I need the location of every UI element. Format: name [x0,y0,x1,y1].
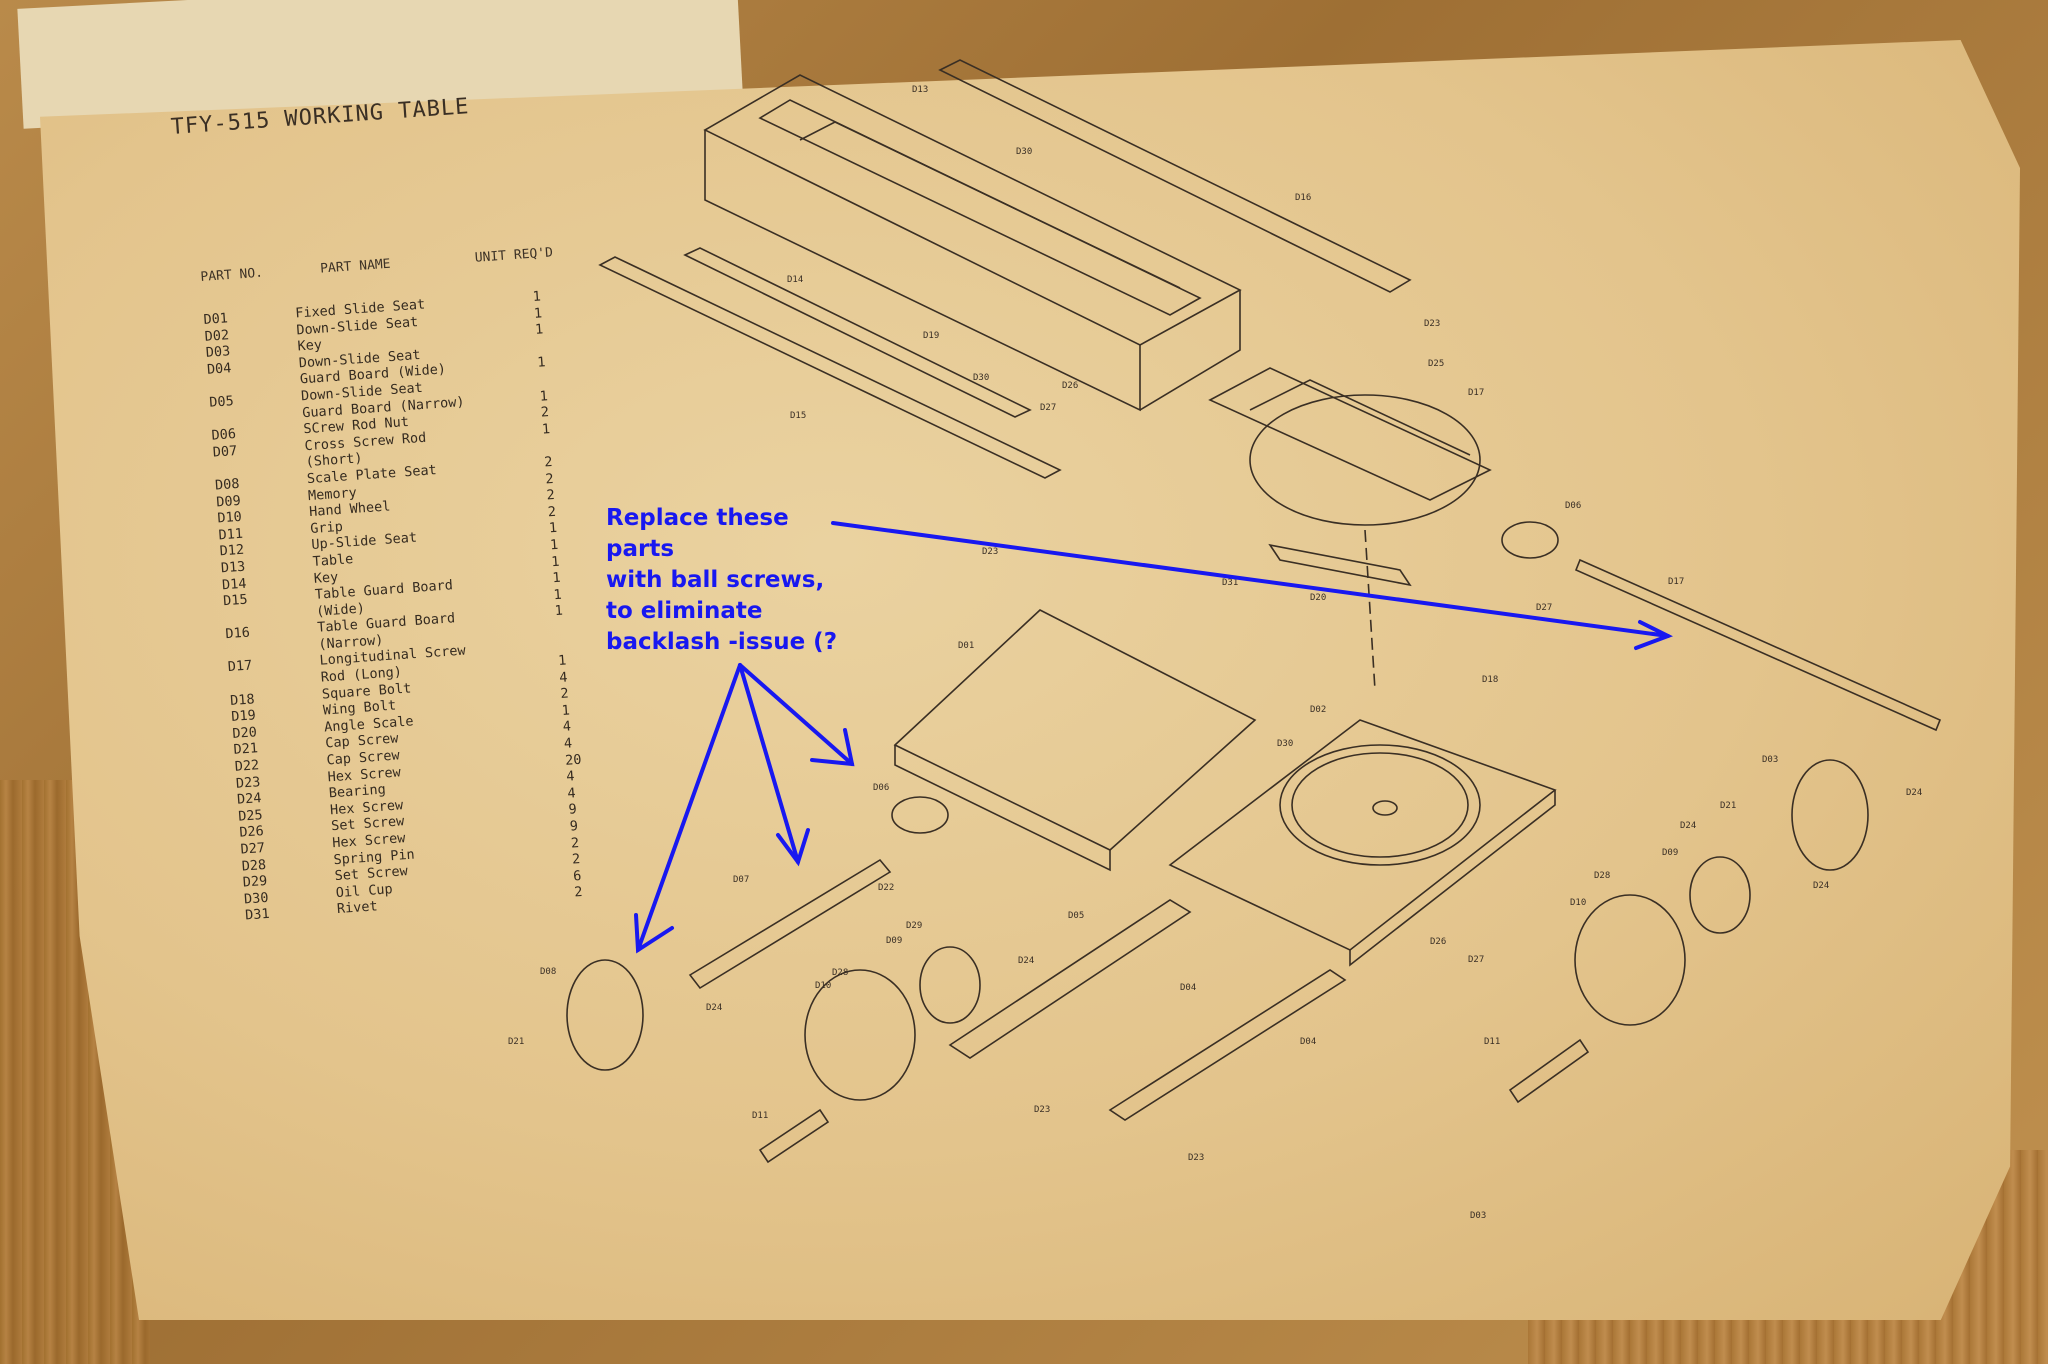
label-d13: D13 [912,85,928,95]
label-d24b: D24 [1680,821,1696,831]
annotation-line: parts [606,536,675,562]
label-d15: D15 [790,411,806,421]
rotary-slide-drawing [1208,367,1492,587]
label-d30c: D30 [1277,739,1293,749]
label-d27: D27 [1040,403,1056,413]
label-d24e: D24 [1018,956,1034,966]
label-d09b: D09 [886,936,902,946]
label-d31: D31 [1222,578,1238,588]
label-d20: D20 [1310,593,1326,603]
lower-slide-drawing [893,609,1557,1121]
label-d06: D06 [1565,501,1581,511]
annotation-arrows [634,521,1673,954]
label-d17b: D17 [1668,577,1684,587]
label-d08: D08 [540,967,556,977]
label-d04b: D04 [1300,1037,1316,1047]
label-d30b: D30 [973,373,989,383]
manual-page [40,40,2020,1320]
arrow-head-cross-screw [776,828,810,867]
label-d21b: D21 [508,1037,524,1047]
label-d25: D25 [1428,359,1444,369]
label-d24: D24 [1906,788,1922,798]
label-d11b: D11 [752,1111,768,1121]
label-d14: D14 [787,275,803,285]
label-d10b: D10 [815,981,831,991]
label-d26: D26 [1062,381,1078,391]
arrow-head-screw-nut [810,728,855,767]
screws-and-wheels-drawing [566,521,1942,1164]
label-d27b: D27 [1536,603,1552,613]
label-d23d: D23 [1188,1153,1204,1163]
label-d05: D05 [1068,911,1084,921]
label-d10: D10 [1570,898,1586,908]
arrow-to-long-screw [831,521,1670,638]
label-d28b: D28 [832,968,848,978]
table-top-drawing [598,59,1412,479]
label-d06b: D06 [873,783,889,793]
label-d27c: D27 [1468,955,1484,965]
arrow-to-scale-seat [636,663,742,952]
label-d23: D23 [1424,319,1440,329]
arrow-head-scale-seat [634,913,674,954]
label-d22: D22 [878,883,894,893]
label-d23c: D23 [1034,1105,1050,1115]
label-d21: D21 [1720,801,1736,811]
annotation-line: backlash -issue (? [606,629,838,655]
annotation-line: to eliminate [606,598,763,624]
label-d30: D30 [1016,147,1032,157]
label-d26b: D26 [1430,937,1446,947]
label-d03b: D03 [1470,1211,1486,1221]
label-d02: D02 [1310,705,1326,715]
label-d24c: D24 [1813,881,1829,891]
label-d24d: D24 [706,1003,722,1013]
annotation-line: Replace these [606,505,789,531]
label-d28: D28 [1594,871,1610,881]
arrow-to-screw-nut [738,663,854,766]
label-d03: D03 [1762,755,1778,765]
label-d16: D16 [1295,193,1311,203]
label-d23b: D23 [982,547,998,557]
annotation-note: Replace these parts with ball screws, to el… [606,503,837,658]
label-d18: D18 [1482,675,1498,685]
label-d19: D19 [923,331,939,341]
arrow-to-cross-screw [738,663,800,864]
label-d09: D09 [1662,848,1678,858]
arrow-head-long-screw [1634,620,1673,650]
label-d29: D29 [906,921,922,931]
label-d07: D07 [733,875,749,885]
annotation-line: with ball screws, [606,567,825,593]
diagram-part-labels: D13 D30 D16 D14 D19 D30 D26 D27 D15 D23 … [508,85,1922,1221]
label-d17: D17 [1468,388,1484,398]
label-d04: D04 [1180,983,1196,993]
label-d11: D11 [1484,1037,1500,1047]
label-d01: D01 [958,641,974,651]
